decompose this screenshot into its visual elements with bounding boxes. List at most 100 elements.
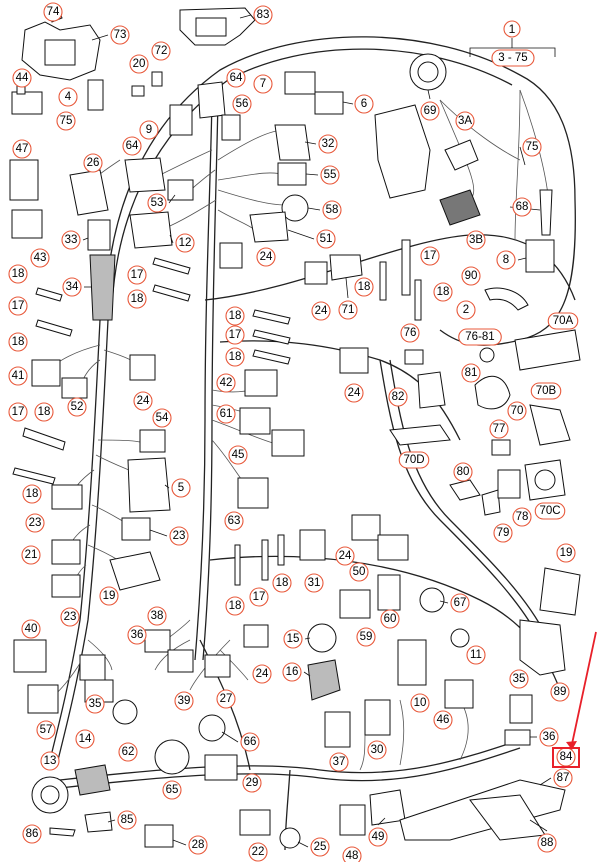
callout-label: 23 — [64, 611, 77, 623]
callout-label: 36 — [543, 731, 556, 743]
callout-label: 17 — [12, 300, 25, 312]
callout-53: 53 — [147, 193, 167, 213]
highlight-box — [552, 747, 580, 768]
callout-56: 56 — [232, 94, 252, 114]
callout-label: 75 — [60, 115, 73, 127]
callout-label: 16 — [286, 666, 299, 678]
callout-label: 17 — [131, 269, 144, 281]
callout-31: 31 — [304, 573, 324, 593]
callout-88: 88 — [537, 833, 557, 853]
callout-label: 40 — [25, 623, 38, 635]
callout-label: 70A — [553, 315, 574, 327]
callout-12: 12 — [175, 233, 195, 253]
callout-label: 24 — [315, 305, 328, 317]
callout-label: 54 — [156, 412, 169, 424]
callout-label: 70 — [511, 405, 524, 417]
callout-label: 3B — [469, 234, 483, 246]
callout-23: 23 — [25, 513, 45, 533]
callout-label: 23 — [29, 517, 42, 529]
callout-69: 69 — [420, 101, 440, 121]
callout-76: 76 — [400, 323, 420, 343]
callout-51: 51 — [316, 229, 336, 249]
callout-59: 59 — [356, 627, 376, 647]
callout-78: 78 — [512, 507, 532, 527]
callout-label: 35 — [513, 673, 526, 685]
callout-21: 21 — [21, 545, 41, 565]
callout-label: 47 — [16, 143, 29, 155]
highlight-arrowhead — [566, 741, 577, 750]
callout-67: 67 — [450, 593, 470, 613]
callout-17: 17 — [8, 296, 28, 316]
callout-label: 65 — [166, 784, 179, 796]
callout-label: 18 — [229, 600, 242, 612]
callout-70A: 70A — [547, 312, 579, 330]
callout-label: 51 — [320, 233, 333, 245]
callout-label: 18 — [38, 406, 51, 418]
bracket-label: 1 — [509, 22, 516, 36]
callout-64: 64 — [122, 136, 142, 156]
callout-87: 87 — [553, 768, 573, 788]
callout-10: 10 — [410, 693, 430, 713]
callout-label: 38 — [151, 610, 164, 622]
callout-label: 18 — [12, 268, 25, 280]
callout-label: 24 — [137, 395, 150, 407]
callout-label: 83 — [257, 9, 270, 21]
callout-15: 15 — [283, 629, 303, 649]
callout-30: 30 — [367, 740, 387, 760]
callout-62: 62 — [118, 742, 138, 762]
callout-18: 18 — [225, 347, 245, 367]
callout-23: 23 — [60, 607, 80, 627]
callout-75: 75 — [522, 137, 542, 157]
callout-82: 82 — [388, 387, 408, 407]
callout-57: 57 — [36, 720, 56, 740]
callout-73: 73 — [110, 25, 130, 45]
callout-17: 17 — [249, 587, 269, 607]
callout-13: 13 — [40, 751, 60, 771]
callout-43: 43 — [30, 248, 50, 268]
callout-label: 11 — [470, 649, 482, 661]
callout-22: 22 — [248, 842, 268, 862]
callout-label: 60 — [384, 613, 397, 625]
callout-label: 4 — [65, 91, 72, 103]
callout-label: 8 — [503, 254, 509, 266]
callout-label: 81 — [465, 367, 478, 379]
callout-65: 65 — [162, 780, 182, 800]
callout-74: 74 — [43, 2, 63, 22]
callout-3B: 3B — [466, 230, 486, 250]
callout-39: 39 — [174, 691, 194, 711]
callout-label: 55 — [324, 169, 337, 181]
callout-70C: 70C — [534, 502, 566, 520]
callout-86: 86 — [22, 824, 42, 844]
callout-18: 18 — [433, 282, 453, 302]
callout-55: 55 — [320, 165, 340, 185]
callout-66: 66 — [240, 732, 260, 752]
callout-label: 70B — [536, 385, 557, 397]
callout-label: 77 — [493, 423, 506, 435]
callout-label: 17 — [229, 329, 242, 341]
callout-19: 19 — [556, 543, 576, 563]
callout-35: 35 — [85, 694, 105, 714]
callout-label: 68 — [516, 201, 529, 213]
callout-25: 25 — [310, 837, 330, 857]
callout-label: 5 — [178, 482, 184, 494]
callout-6: 6 — [354, 94, 374, 114]
callout-29: 29 — [242, 773, 262, 793]
callout-47: 47 — [12, 139, 32, 159]
callout-89: 89 — [550, 682, 570, 702]
callout-40: 40 — [21, 619, 41, 639]
callout-68: 68 — [512, 197, 532, 217]
callout-label: 45 — [232, 449, 245, 461]
callout-label: 17 — [424, 250, 437, 262]
callout-label: 7 — [260, 78, 266, 90]
bracket-range: 3 - 75 — [498, 52, 527, 64]
callout-label: 59 — [360, 631, 373, 643]
callout-label: 62 — [122, 746, 135, 758]
callout-label: 17 — [253, 591, 266, 603]
callout-8: 8 — [496, 250, 516, 270]
callout-label: 44 — [16, 72, 29, 84]
callout-label: 76-81 — [465, 331, 494, 343]
callout-18: 18 — [34, 402, 54, 422]
callout-1: 1 — [503, 20, 521, 38]
